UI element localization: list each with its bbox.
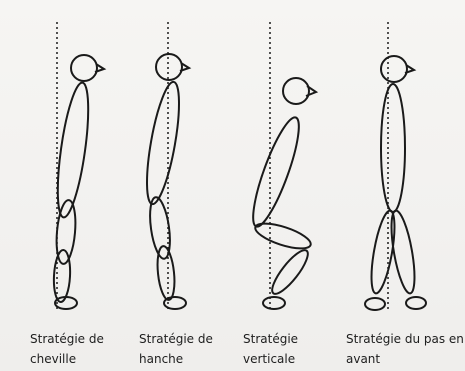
head bbox=[156, 54, 182, 80]
caption-line: Stratégie de bbox=[139, 329, 259, 349]
figure-hip-strategy bbox=[140, 22, 189, 310]
shank bbox=[267, 246, 313, 298]
trunk bbox=[140, 80, 185, 206]
caption-line: Stratégie bbox=[243, 329, 363, 349]
foot-back bbox=[365, 298, 385, 310]
figure-ankle-strategy bbox=[52, 22, 104, 310]
caption-step-strategy: Stratégie du pas en avant bbox=[346, 329, 465, 369]
head bbox=[381, 56, 407, 82]
shank bbox=[53, 250, 72, 303]
caption-line: verticale bbox=[243, 349, 363, 369]
figure-step-strategy bbox=[365, 22, 426, 310]
nose bbox=[306, 86, 316, 96]
trunk bbox=[245, 113, 307, 230]
caption-hip-strategy: Stratégie de hanche bbox=[139, 329, 259, 369]
head bbox=[283, 78, 309, 104]
caption-vertical-strategy: Stratégie verticale bbox=[243, 329, 363, 369]
caption-line: hanche bbox=[139, 349, 259, 369]
figure-vertical-strategy bbox=[245, 22, 316, 310]
caption-line: Stratégie du pas en bbox=[346, 329, 465, 349]
head bbox=[71, 55, 97, 81]
thigh bbox=[253, 218, 314, 253]
caption-ankle-strategy: Stratégie de cheville bbox=[30, 329, 150, 369]
foot bbox=[263, 297, 285, 309]
shank bbox=[155, 245, 177, 300]
foot-front bbox=[406, 297, 426, 309]
trunk bbox=[381, 84, 405, 212]
caption-line: Stratégie de bbox=[30, 329, 150, 349]
caption-line: avant bbox=[346, 349, 465, 369]
trunk bbox=[52, 81, 95, 219]
caption-line: cheville bbox=[30, 349, 150, 369]
foot bbox=[55, 297, 77, 309]
